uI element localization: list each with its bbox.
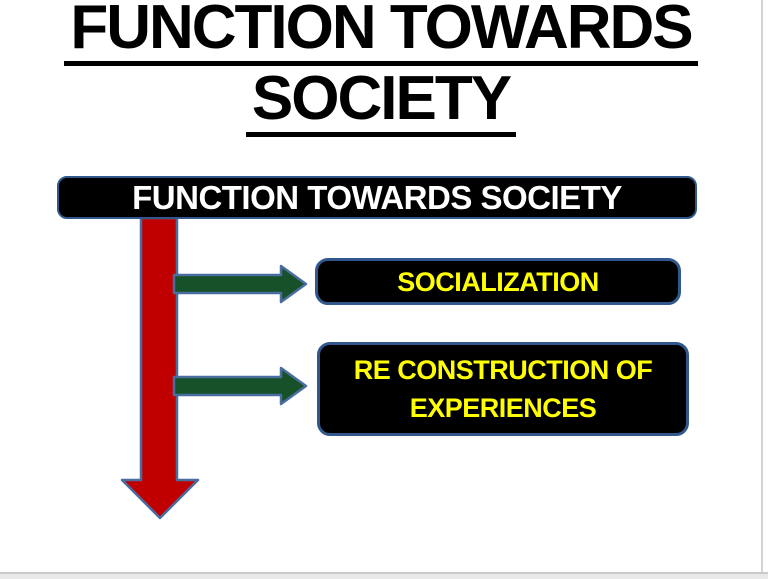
branch-label-socialization: SOCIALIZATION: [397, 266, 599, 297]
page-gutter-bottom: [0, 572, 768, 579]
page-edge-right: [761, 0, 763, 573]
branch-box-socialization: SOCIALIZATION: [315, 258, 681, 305]
title-row-1: FUNCTION TOWARDS: [0, 0, 762, 66]
branch-label-reconstruction: RE CONSTRUCTION OF EXPERIENCES: [353, 355, 653, 423]
title-row-2: SOCIETY: [0, 66, 762, 137]
slide-title: FUNCTION TOWARDS SOCIETY: [0, 0, 762, 137]
down-arrow-shape: [120, 218, 200, 520]
header-label: FUNCTION TOWARDS SOCIETY: [132, 178, 622, 216]
right-arrow-icon-experiences: [172, 366, 308, 406]
right-arrow-shape: [172, 264, 308, 304]
right-arrow-icon-socialization: [172, 264, 308, 304]
title-line-2: SOCIETY: [245, 66, 517, 137]
title-line-1: FUNCTION TOWARDS: [64, 0, 698, 66]
down-arrow-icon: [120, 218, 200, 520]
branch-box-reconstruction: RE CONSTRUCTION OF EXPERIENCES: [317, 342, 689, 436]
right-arrow-shape: [172, 366, 308, 406]
header-box: FUNCTION TOWARDS SOCIETY: [57, 176, 697, 219]
